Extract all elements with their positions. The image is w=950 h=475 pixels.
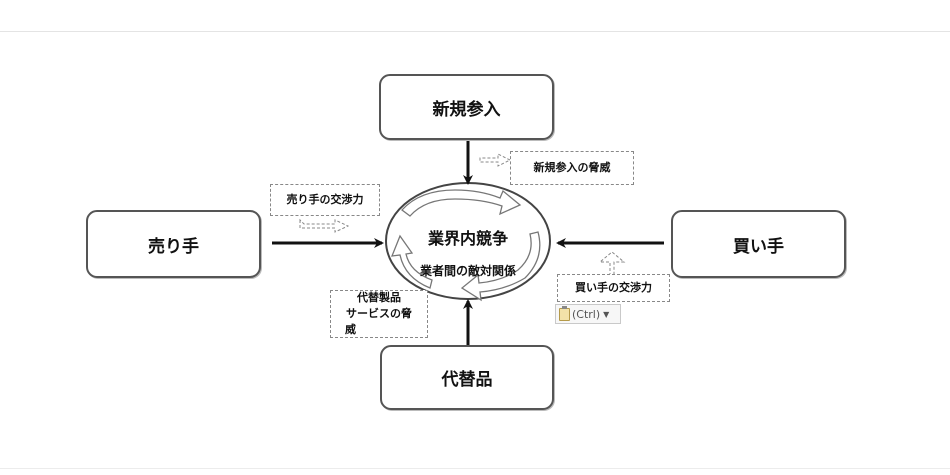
substitutes-threat-callout: 代替製品 サービスの脅 威 — [330, 290, 428, 338]
substitutes-threat-line2: サービスの脅 — [346, 307, 412, 321]
sellers-box: 売り手 — [86, 210, 261, 278]
substitutes-threat-line1: 代替製品 — [357, 291, 401, 305]
substitutes-box: 代替品 — [380, 345, 554, 410]
cycle-arrows — [390, 189, 541, 302]
sellers-label: 売り手 — [148, 236, 199, 257]
buyers-box: 買い手 — [671, 210, 846, 278]
buyers-power-callout: 買い手の交渉力 — [557, 274, 670, 302]
new-entrants-threat-callout: 新規参入の脅威 — [510, 151, 634, 185]
chevron-down-icon: ▼ — [603, 309, 610, 319]
buyers-label: 買い手 — [733, 236, 784, 257]
paste-options-label: (Ctrl) — [572, 307, 601, 321]
sellers-power-label: 売り手の交渉力 — [286, 193, 364, 207]
substitutes-threat-line3: 威 — [345, 322, 356, 336]
sellers-power-callout: 売り手の交渉力 — [270, 184, 380, 216]
paste-options-button[interactable]: (Ctrl) ▼ — [555, 304, 621, 324]
center-subtitle: 業者間の敵対関係 — [419, 264, 516, 278]
substitutes-label: 代替品 — [441, 370, 493, 390]
clipboard-icon — [559, 305, 570, 321]
new-entrants-threat-label: 新規参入の脅威 — [533, 161, 611, 175]
new-entrants-label: 新規参入 — [432, 99, 501, 120]
bottom-divider — [0, 468, 950, 469]
center-title: 業界内競争 — [427, 229, 508, 248]
new-entrants-box: 新規参入 — [379, 74, 554, 140]
buyers-power-label: 買い手の交渉力 — [575, 281, 652, 295]
top-divider — [0, 31, 950, 32]
